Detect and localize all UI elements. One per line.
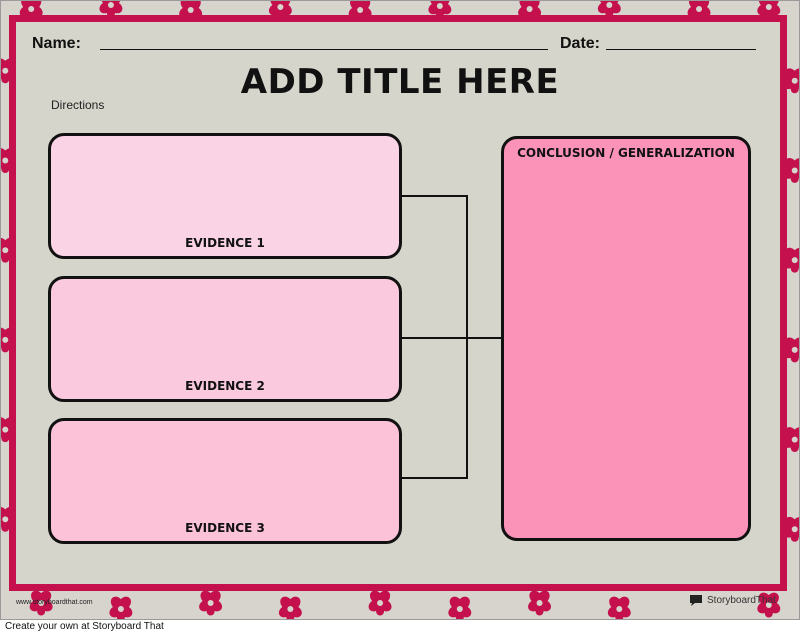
watermark-brand: StoryboardThat xyxy=(688,592,776,608)
conclusion-label: CONCLUSION / GENERALIZATION xyxy=(517,146,735,160)
storyboard-logo-icon xyxy=(690,595,702,606)
date-field-line[interactable] xyxy=(606,49,756,50)
evidence-label-1: EVIDENCE 1 xyxy=(185,236,265,250)
date-label: Date: xyxy=(560,35,601,52)
conclusion-box[interactable]: CONCLUSION / GENERALIZATION xyxy=(501,136,751,541)
directions-label[interactable]: Directions xyxy=(51,98,105,112)
worksheet-title[interactable]: ADD TITLE HERE xyxy=(240,62,560,102)
evidence-label-2: EVIDENCE 2 xyxy=(185,379,265,393)
evidence-box-1[interactable]: EVIDENCE 1 xyxy=(48,133,402,259)
watermark-brand-text: StoryboardThat xyxy=(707,594,776,606)
evidence-box-2[interactable]: EVIDENCE 2 xyxy=(48,276,402,402)
name-label: Name: xyxy=(32,35,81,52)
watermark-url: www.storyboardthat.com xyxy=(16,599,93,606)
footer-credit[interactable]: Create your own at Storyboard That xyxy=(5,621,164,632)
damask-bottom xyxy=(29,590,781,619)
evidence-label-3: EVIDENCE 3 xyxy=(185,521,265,535)
name-field-line[interactable] xyxy=(100,49,548,50)
evidence-box-3[interactable]: EVIDENCE 3 xyxy=(48,418,402,544)
